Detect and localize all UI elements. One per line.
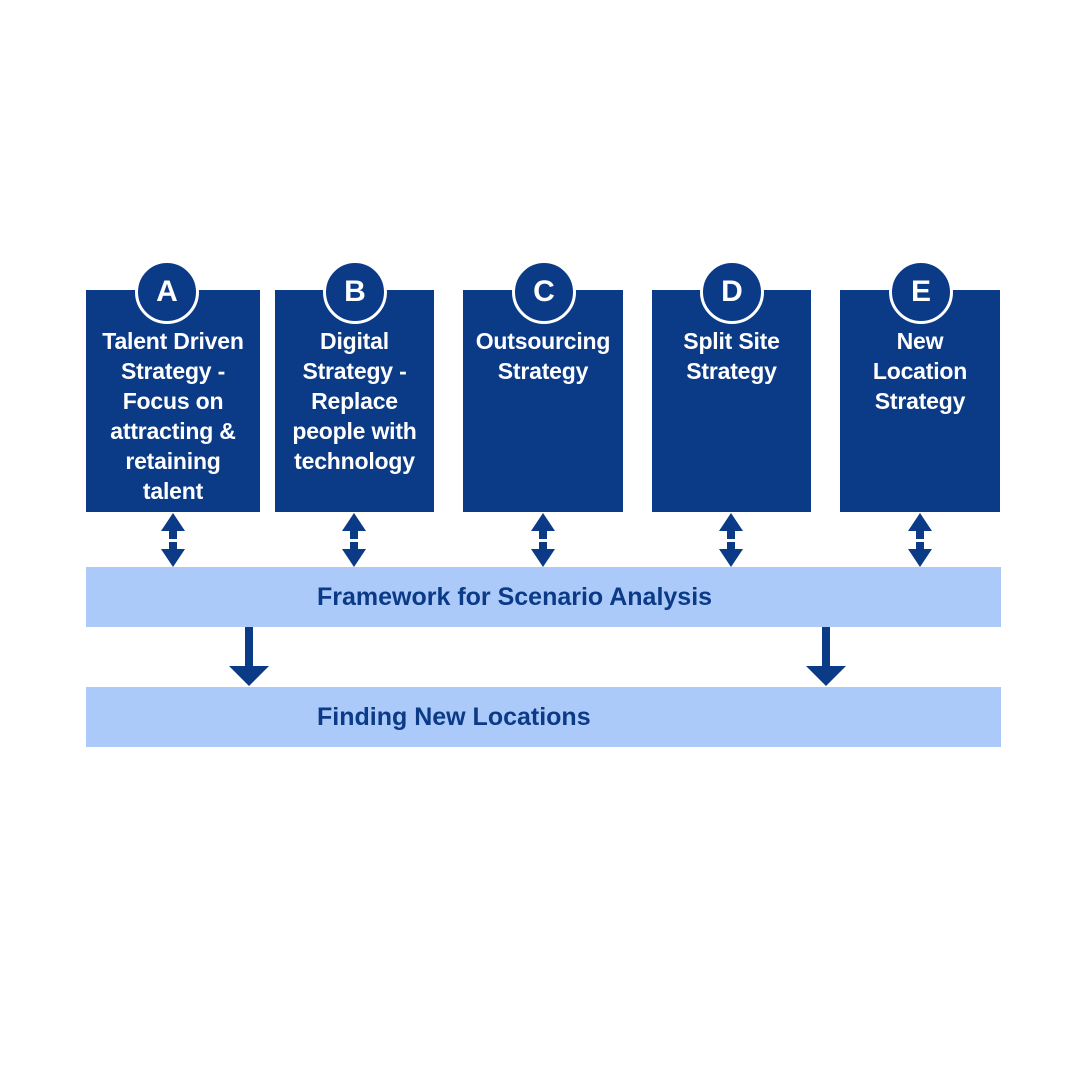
strategy-badge-c: C (512, 260, 576, 324)
strategy-badge-d: D (700, 260, 764, 324)
strategy-box-e: New Location Strategy (840, 290, 1000, 512)
strategy-box-d: Split Site Strategy (652, 290, 811, 512)
strategy-box-b: Digital Strategy - Replace people with t… (275, 290, 434, 512)
strategy-title-e: New Location Strategy (872, 328, 968, 414)
strategy-title-d: Split Site Strategy (683, 328, 780, 384)
finding-label: Finding New Locations (317, 703, 591, 731)
double-arrow-a (161, 513, 185, 567)
down-arrow-left (229, 627, 269, 686)
double-arrow-d (719, 513, 743, 567)
strategy-box-c: Outsourcing Strategy (463, 290, 623, 512)
strategy-badge-b: B (323, 260, 387, 324)
framework-band: Framework for Scenario Analysis (86, 567, 1001, 627)
strategy-title-a: Talent Driven Strategy - Focus on attrac… (102, 328, 244, 504)
double-arrow-b (342, 513, 366, 567)
strategy-title-c: Outsourcing Strategy (475, 328, 611, 384)
finding-band: Finding New Locations (86, 687, 1001, 747)
strategy-box-a: Talent Driven Strategy - Focus on attrac… (86, 290, 260, 512)
framework-label: Framework for Scenario Analysis (317, 583, 713, 611)
double-arrow-e (908, 513, 932, 567)
double-arrow-c (531, 513, 555, 567)
strategy-title-b: Digital Strategy - Replace people with t… (292, 328, 417, 474)
strategy-badge-e: E (889, 260, 953, 324)
down-arrow-right (806, 627, 846, 686)
strategy-badge-a: A (135, 260, 199, 324)
